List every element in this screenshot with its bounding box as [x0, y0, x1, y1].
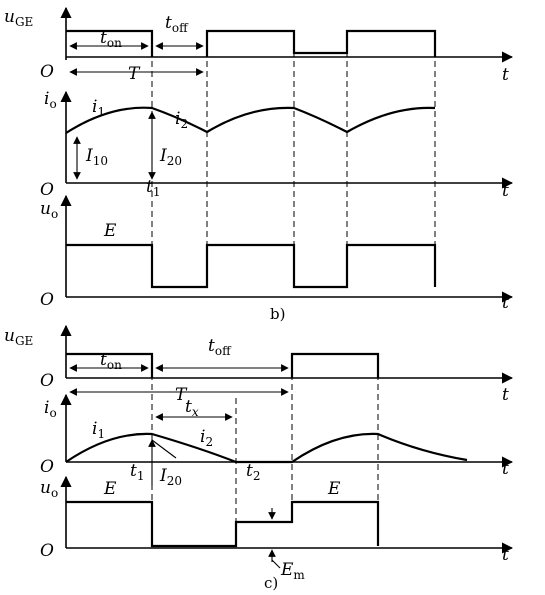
c-em-leader [271, 559, 281, 569]
c-output-voltage-waveform [66, 500, 380, 548]
panel-b: uGE ton toff O T t io i1 i2 I10 I20 O t1… [4, 6, 514, 323]
b-E-label: E [103, 221, 117, 241]
c-t-axis-label-3: t [502, 545, 509, 565]
c-t-axis-label-2: t [502, 459, 509, 479]
panel-c: uGE ton toff O T t io tx i1 i2 O t1 I20 … [4, 324, 514, 592]
b-origin-label-2: O [40, 180, 54, 200]
c-origin-label-1: O [40, 371, 54, 391]
b-ton-label: ton [100, 28, 122, 50]
c-period-label: T [175, 385, 188, 405]
b-load-current-waveform [65, 106, 436, 134]
c-em-label: Em [280, 560, 305, 582]
b-i1-label: i1 [92, 97, 105, 119]
c-ton-label: ton [100, 350, 122, 372]
c-i20-leader [151, 439, 177, 459]
c-i1-label: i1 [92, 419, 105, 441]
c-t-axis-label-1: t [502, 385, 509, 405]
c-origin-label-3: O [40, 541, 54, 561]
b-origin-label-1: O [40, 62, 54, 82]
c-i20-label: I20 [159, 466, 182, 488]
b-period-label: T [128, 64, 141, 84]
c-toff-label: toff [208, 336, 232, 358]
b-t-axis-label-3: t [502, 293, 509, 313]
b-uo-axis-label: uo [40, 199, 58, 221]
c-io-axis-label: io [44, 398, 57, 420]
c-E-label-1: E [103, 479, 117, 499]
c-uo-axis-label: uo [40, 478, 58, 500]
b-origin-label-3: O [40, 290, 54, 310]
b-uge-axis-label: uGE [4, 7, 33, 29]
b-i20-label: I20 [159, 146, 182, 168]
b-caption: b) [270, 305, 285, 323]
b-i10-label: I10 [85, 146, 108, 168]
b-t-axis-label-2: t [502, 181, 509, 201]
b-i2-label: i2 [175, 109, 188, 131]
c-caption: c) [264, 574, 278, 592]
c-i2-label: i2 [200, 427, 213, 449]
b-io-axis-label: io [44, 89, 57, 111]
c-tx-label: tx [185, 397, 199, 419]
c-t1-label: t1 [130, 461, 144, 483]
b-output-voltage-waveform [66, 243, 437, 289]
c-E-label-2: E [327, 479, 341, 499]
b-t-axis-label-1: t [502, 65, 509, 85]
c-uge-axis-label: uGE [4, 326, 33, 348]
b-toff-label: toff [165, 13, 189, 35]
c-origin-label-2: O [40, 457, 54, 477]
c-load-current-waveform [65, 432, 468, 464]
b-t1-label: t1 [146, 177, 160, 199]
c-t2-label: t2 [246, 461, 260, 483]
